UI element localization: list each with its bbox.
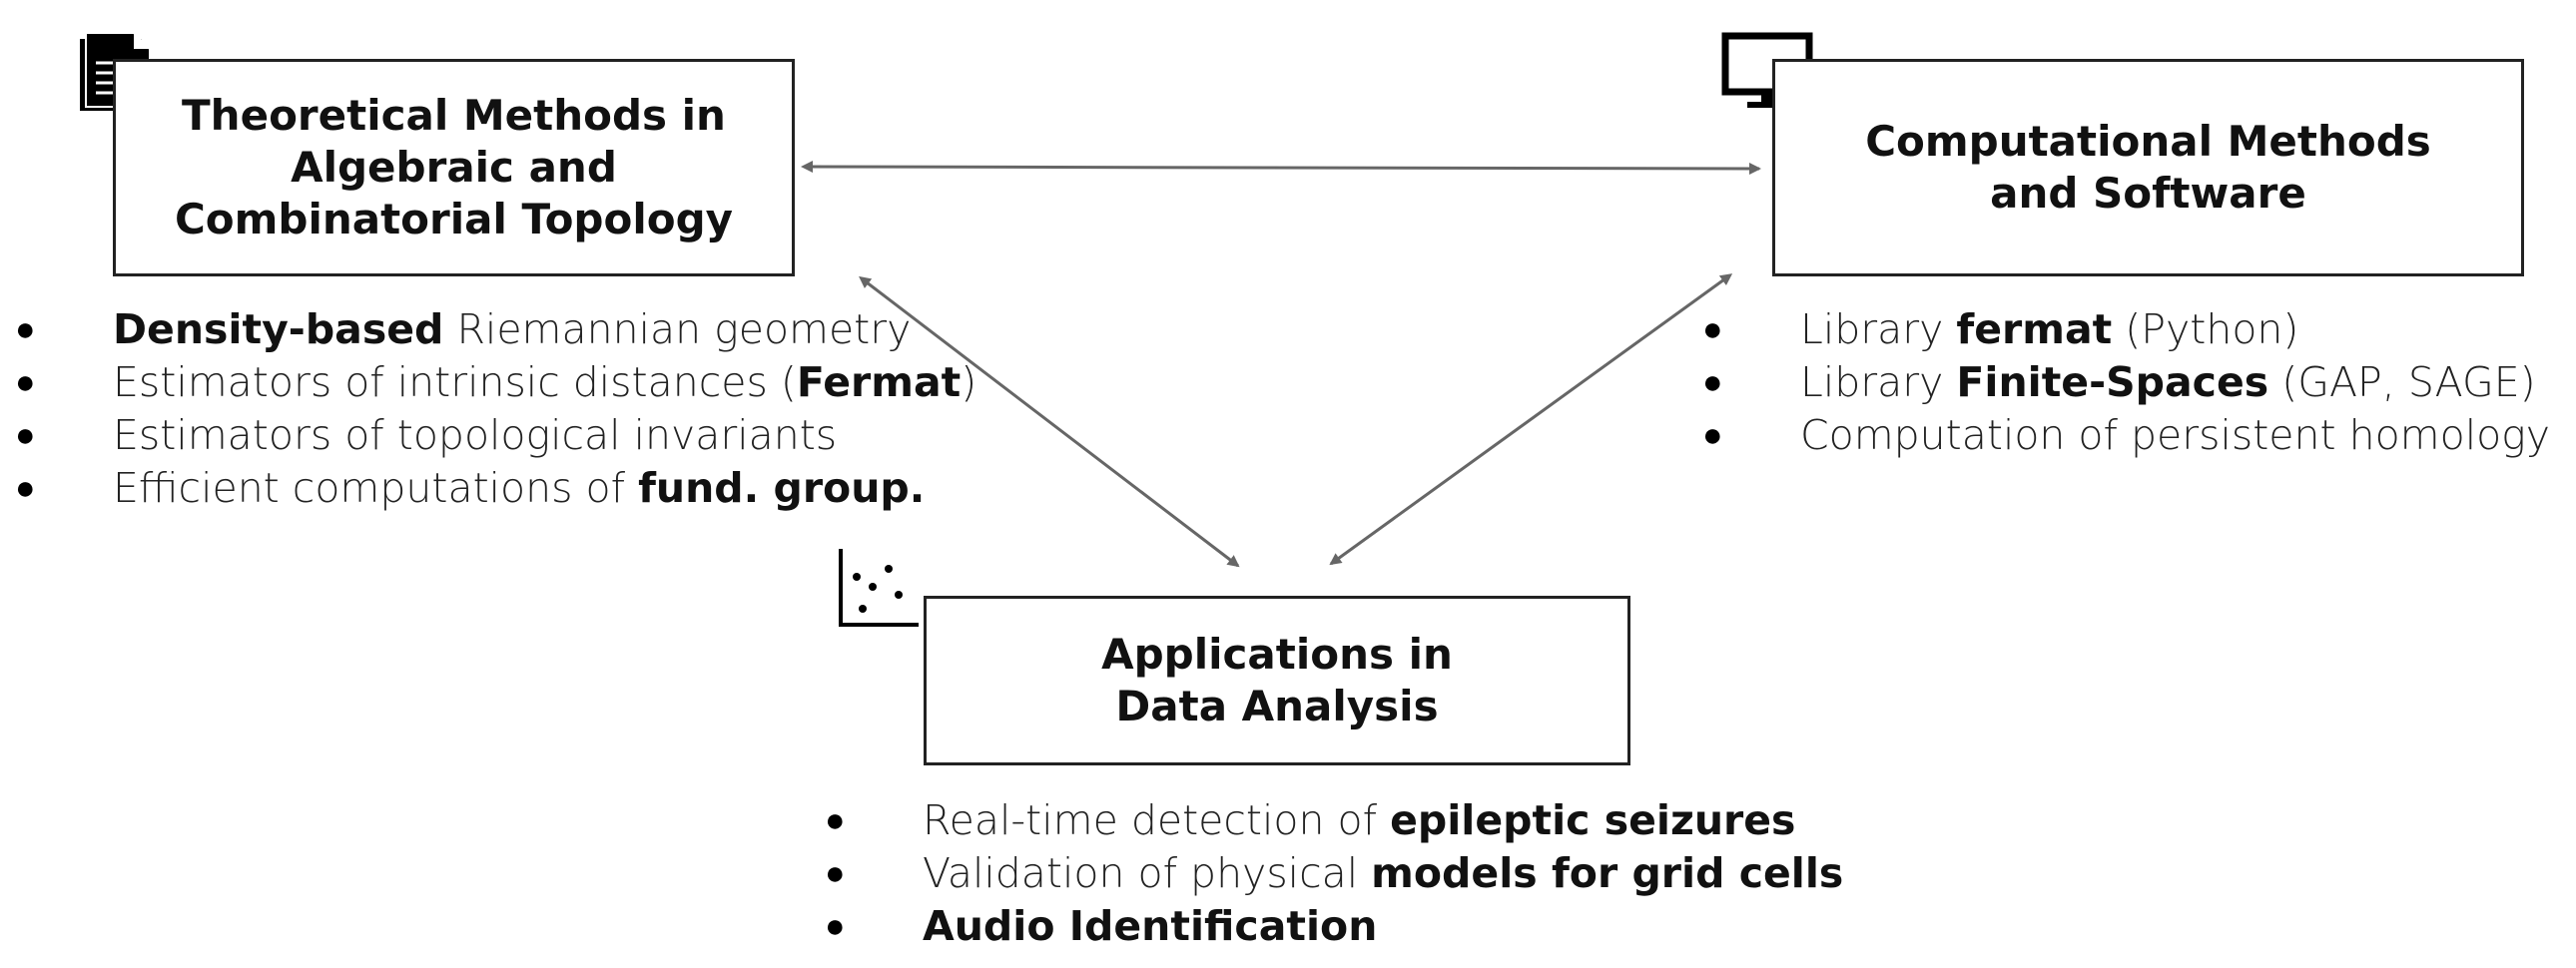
box-title: Applications in Data Analysis [1101,630,1453,730]
item-bold: fermat [1956,305,2113,353]
bullet-icon: ● [1702,415,1723,455]
item-bold: Density-based [113,305,444,353]
item-text: Riemannian geometry [443,305,912,353]
list-item: ● Efficient computations of fund. group. [15,462,976,515]
box-title: Computational Methods and Software [1865,117,2431,218]
list-item: ● Density-based Riemannian geometry [15,303,976,356]
theory-bullet-list: ● Density-based Riemannian geometry ● Esti… [15,303,976,515]
bullet-icon: ● [15,309,36,349]
bullet-icon: ● [15,415,36,455]
item-text: Computation of persistent homology [1800,411,2551,459]
item-text: Estimators of intrinsic distances ( [113,358,797,406]
arrow-comp-apps [1329,273,1733,566]
item-text: (GAP, SAGE) [2268,358,2536,406]
list-item: ● Validation of physical models for grid … [825,847,1843,900]
list-item: ● Real-time detection of epileptic seizur… [825,794,1843,847]
item-text: Validation of physical [923,849,1372,897]
list-item: ● Computation of persistent homology [1702,409,2550,462]
item-bold: models for grid cells [1371,849,1844,897]
item-text: Real-time detection of [923,796,1391,844]
list-item: ● Estimators of topological invariants [15,409,976,462]
box-applications: Applications in Data Analysis [924,596,1630,765]
arrow-theory-comp [801,161,1761,175]
bullet-icon: ● [825,800,846,840]
item-text: Library [1800,305,1957,353]
bullet-icon: ● [15,468,36,508]
list-item: ● Audio Identification [825,900,1843,953]
list-item: ● Estimators of intrinsic distances (Ferm… [15,356,976,409]
list-item: ● Library fermat (Python) [1702,303,2550,356]
item-bold: Fermat [796,358,962,406]
item-bold: Finite-Spaces [1956,358,2269,406]
item-text: Library [1800,358,1957,406]
item-text: Efficient computations of [113,464,639,512]
item-bold: fund. group. [638,464,926,512]
apps-bullet-list: ● Real-time detection of epileptic seizur… [825,794,1843,953]
bullet-icon: ● [825,853,846,893]
item-text: Estimators of topological invariants [113,411,838,459]
bullet-icon: ● [15,362,36,402]
bullet-icon: ● [1702,362,1723,402]
box-title: Theoretical Methods in Algebraic and Com… [174,91,734,243]
scatter-plot-icon [839,549,919,627]
item-bold: Audio Identification [923,902,1378,950]
arrow-theory-apps [859,275,1240,568]
bullet-icon: ● [1702,309,1723,349]
comp-bullet-list: ● Library fermat (Python) ● Library Finite… [1702,303,2550,462]
item-bold: epileptic seizures [1390,796,1796,844]
item-text: (Python) [2112,305,2299,353]
bullet-icon: ● [825,906,846,946]
item-text: ) [961,358,977,406]
box-theoretical-methods: Theoretical Methods in Algebraic and Com… [113,59,795,276]
list-item: ● Library Finite-Spaces (GAP, SAGE) [1702,356,2550,409]
box-computational-methods: Computational Methods and Software [1772,59,2524,276]
